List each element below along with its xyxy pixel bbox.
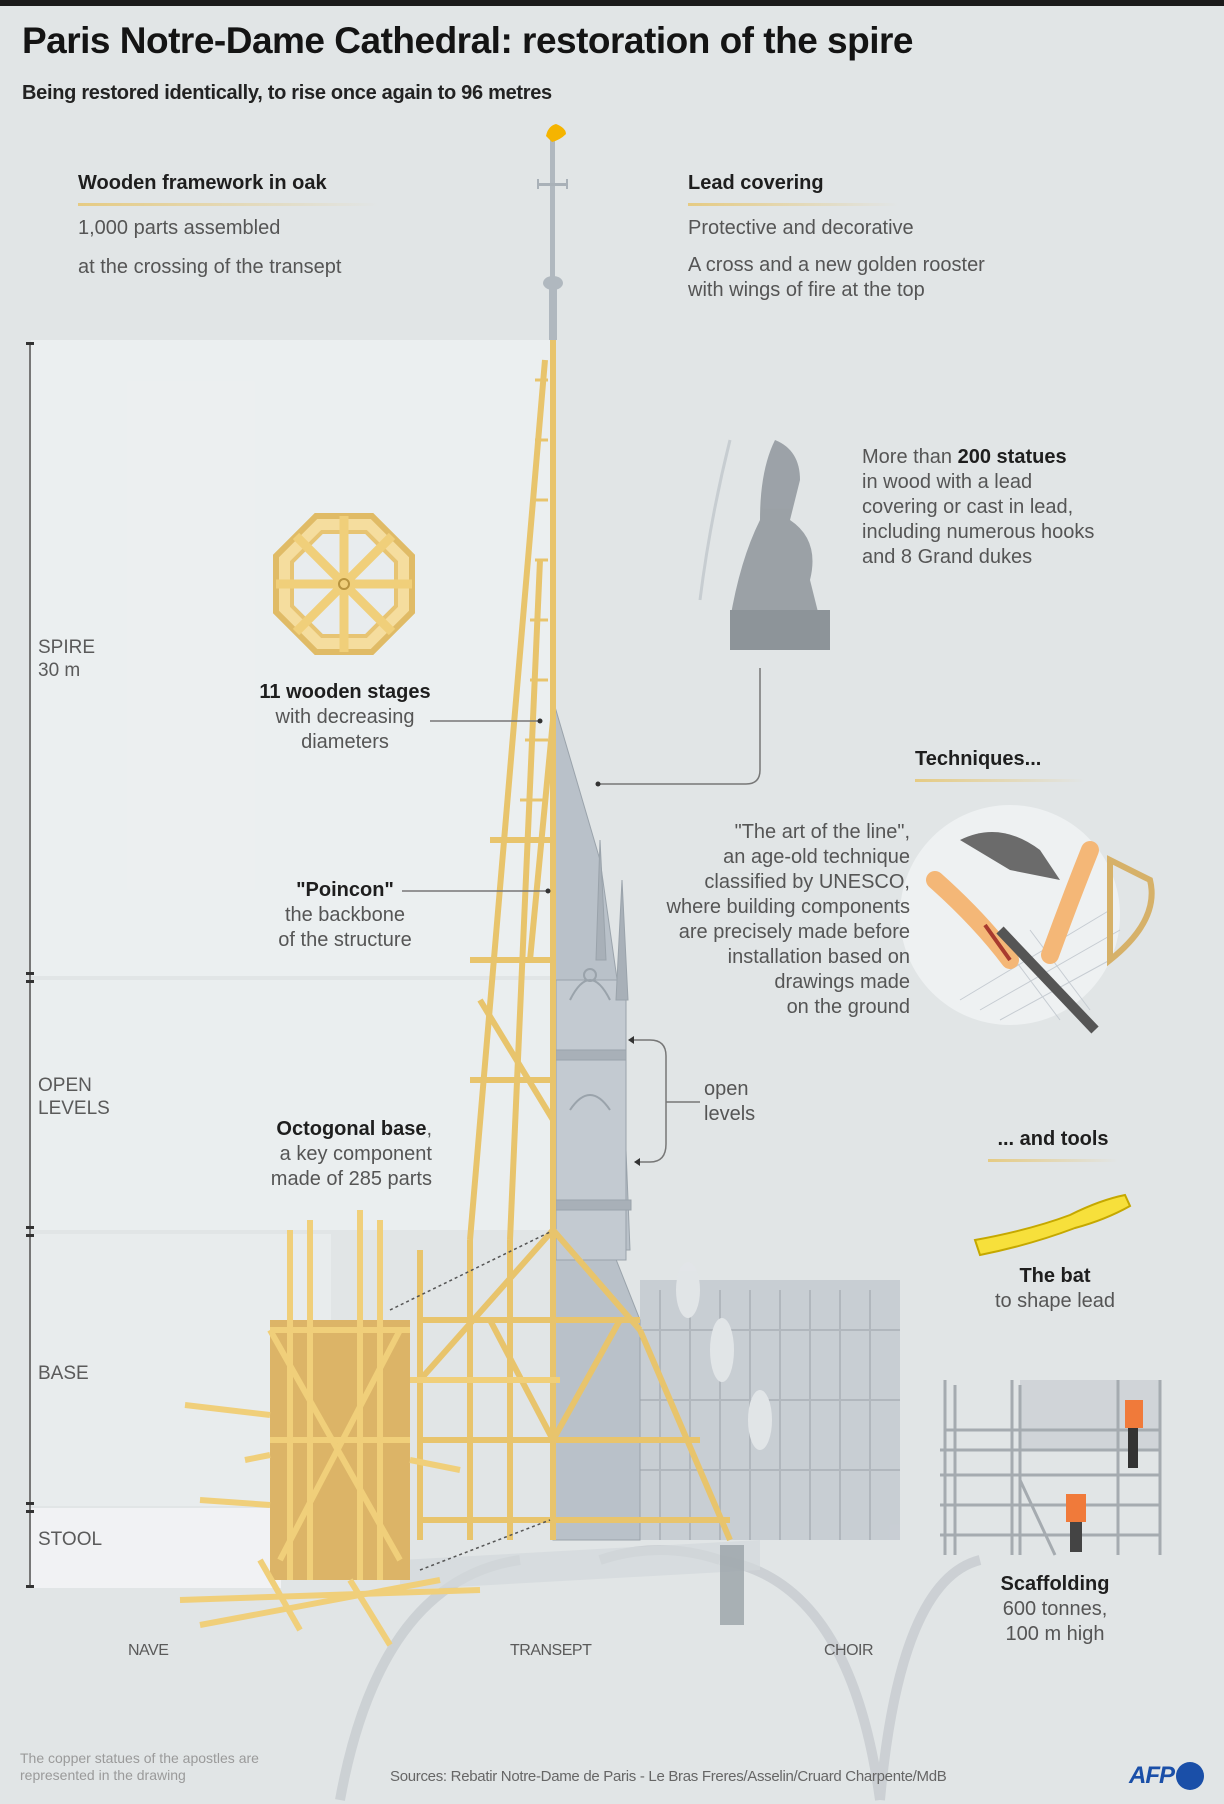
bat-caption: The bat to shape lead: [960, 1264, 1150, 1314]
wooden-framework-section: Wooden framework in oak 1,000 parts asse…: [78, 172, 378, 280]
base-zone-label: BASE: [38, 1363, 89, 1384]
spire-zone-label: SPIRE 30 m: [38, 636, 95, 682]
scale-tick: [26, 1226, 34, 1229]
comma: ,: [426, 1118, 432, 1140]
scale-tick: [26, 1585, 34, 1588]
techniques-heading: Techniques...: [915, 748, 1042, 770]
techniques-line: "The art of the line",: [734, 821, 910, 843]
poincon-line2: the backbone: [284, 904, 406, 926]
octogonal-base-line2: a key component: [279, 1143, 432, 1165]
statues-line4: including numerous hooks: [862, 521, 1095, 543]
lead-covering-line3: with wings of fire at the top: [688, 279, 925, 301]
wooden-framework-line1: 1,000 parts assembled: [78, 217, 281, 239]
bat-description: to shape lead: [994, 1290, 1116, 1312]
lead-covering-heading: Lead covering: [688, 172, 824, 194]
octogonal-base-illustration: [179, 1210, 560, 1647]
statues-line2: in wood with a lead: [862, 471, 1033, 493]
open-levels-label-line2: LEVELS: [38, 1098, 110, 1119]
statues-prefix: More than: [862, 446, 958, 468]
sources-credit: Sources: Rebatir Notre-Dame de Paris - L…: [390, 1768, 947, 1785]
choir-label: CHOIR: [824, 1642, 874, 1659]
scale-tick: [26, 1510, 34, 1513]
spire-label: SPIRE: [38, 637, 96, 658]
transept-label: TRANSEPT: [510, 1642, 592, 1659]
bat-tool-illustration: [973, 1193, 1132, 1257]
techniques-line: on the ground: [786, 996, 910, 1018]
scaffolding-line3: 100 m high: [1005, 1623, 1105, 1645]
apostles-note-line2: represented in the drawing: [20, 1767, 186, 1783]
scale-tick: [26, 342, 34, 345]
scaffolding-line2: 600 tonnes,: [1002, 1598, 1108, 1620]
techniques-line: are precisely made before: [678, 921, 910, 943]
stool-zone-band: [31, 1508, 281, 1588]
afp-logo: AFP: [1129, 1762, 1204, 1790]
open-levels-callout-line1: open: [704, 1078, 749, 1100]
nave-label: NAVE: [128, 1642, 169, 1659]
lead-covering-line1: Protective and decorative: [688, 217, 914, 239]
wooden-framework-line2: at the crossing of the transept: [78, 256, 342, 278]
techniques-caption: "The art of the line", an age-old techni…: [600, 820, 911, 1020]
poincon-caption: "Poincon" the backbone of the structure: [225, 878, 465, 953]
tools-section: ... and tools: [988, 1128, 1118, 1162]
spire-height-value: 30 m: [38, 660, 81, 681]
statues-line3: covering or cast in lead,: [862, 496, 1074, 518]
wooden-stages-line3: diameters: [301, 731, 389, 753]
poincon-line3: of the structure: [278, 929, 412, 951]
scale-tick: [26, 1502, 34, 1505]
open-levels-label-line1: OPEN: [38, 1075, 92, 1096]
octogonal-base-title: Octogonal base: [276, 1118, 427, 1140]
bat-title: The bat: [1019, 1265, 1091, 1287]
lead-covering-section: Lead covering Protective and decorative …: [688, 172, 1068, 303]
afp-logo-text: AFP: [1129, 1762, 1175, 1789]
scale-tick: [26, 1234, 34, 1237]
statues-count: 200 statues: [957, 446, 1067, 468]
wooden-framework-heading: Wooden framework in oak: [78, 172, 327, 194]
wooden-stages-line2: with decreasing: [275, 706, 415, 728]
page-subtitle: Being restored identically, to rise once…: [22, 82, 552, 104]
section-underline: [988, 1159, 1118, 1162]
section-underline: [688, 203, 898, 206]
octogonal-base-line3: made of 285 parts: [270, 1168, 432, 1190]
open-levels-callout-line2: levels: [704, 1103, 756, 1125]
octogonal-base-caption: Octogonal base, a key component made of …: [170, 1117, 432, 1192]
wooden-stages-caption: 11 wooden stages with decreasing diamete…: [225, 680, 465, 755]
scaffolding-title: Scaffolding: [1000, 1573, 1110, 1595]
wooden-stages-title: 11 wooden stages: [259, 681, 431, 703]
techniques-line: drawings made: [774, 971, 910, 993]
techniques-illustration: [900, 805, 1155, 1034]
open-levels-callout: open levels: [704, 1077, 755, 1127]
statues-line5: and 8 Grand dukes: [862, 546, 1033, 568]
apostles-note-line1: The copper statues of the apostles are: [20, 1750, 259, 1766]
top-bar: [0, 0, 1224, 6]
techniques-line: classified by UNESCO,: [704, 871, 910, 893]
statue-illustration: [698, 439, 830, 650]
statues-caption: More than 200 statues in wood with a lea…: [862, 445, 1162, 570]
wooden-stage-octagon-diagram: [273, 513, 415, 655]
spire-zone-band: [31, 340, 551, 976]
afp-logo-dot-icon: [1176, 1762, 1204, 1790]
page-title: Paris Notre-Dame Cathedral: restoration …: [22, 20, 914, 61]
stool-zone-label: STOOL: [38, 1529, 103, 1550]
statues-line1: More than 200 statues: [862, 445, 1162, 470]
height-scale-bar: [29, 342, 31, 1588]
scale-tick: [26, 980, 34, 983]
techniques-line: installation based on: [727, 946, 910, 968]
open-levels-zone-band: [31, 980, 551, 1230]
techniques-line: where building components: [666, 896, 911, 918]
golden-rooster-icon: [546, 124, 566, 142]
open-levels-zone-label: OPEN LEVELS: [38, 1074, 110, 1120]
apostles-note: The copper statues of the apostles are r…: [20, 1750, 259, 1784]
tools-heading: ... and tools: [997, 1128, 1109, 1150]
lead-covering-line2: A cross and a new golden rooster: [688, 254, 985, 276]
scaffolding-caption: Scaffolding 600 tonnes, 100 m high: [960, 1572, 1150, 1647]
section-underline: [78, 203, 378, 206]
scale-tick: [26, 972, 34, 975]
scaffolding-illustration: [940, 1380, 1162, 1556]
section-underline: [915, 779, 1085, 782]
techniques-section: Techniques...: [915, 748, 1095, 782]
techniques-line: an age-old technique: [723, 846, 910, 868]
poincon-title: "Poincon": [296, 879, 394, 901]
